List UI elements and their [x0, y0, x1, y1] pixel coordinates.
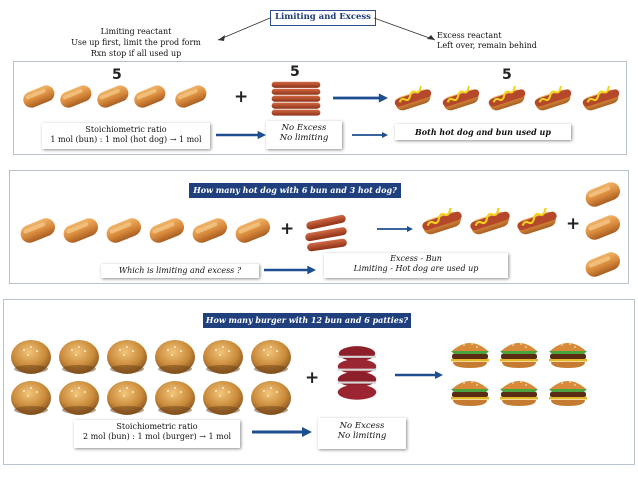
burger-bun-icon	[105, 336, 149, 376]
burger-icon	[497, 375, 541, 409]
burger-bun-icon	[201, 336, 245, 376]
bun-icon	[582, 214, 624, 242]
bun-icon	[60, 217, 102, 245]
excess-definition: Excess reactant Left over, remain behind	[437, 31, 577, 51]
arrow-right-icon	[252, 427, 312, 437]
burger-bun-icon	[105, 377, 149, 417]
burger-bun-icon	[9, 377, 53, 417]
plus-sign: +	[305, 368, 320, 388]
status-line: No limiting	[337, 431, 387, 441]
hotdog-count: 5	[290, 64, 300, 80]
plus-sign: +	[280, 219, 295, 239]
arrow-right-icon	[264, 265, 316, 275]
bun-icon	[582, 181, 624, 209]
hotdog-sausage-icon	[302, 214, 352, 254]
burger-bun-icon	[57, 336, 101, 376]
product-count: 5	[502, 67, 512, 83]
excess-line: Excess reactant	[437, 31, 502, 40]
hotdog-icon	[580, 86, 622, 112]
connector-lines	[217, 17, 436, 41]
excess-line: Left over, remain behind	[437, 41, 537, 50]
burger-bun-icon	[201, 377, 245, 417]
bun-icon	[17, 217, 59, 245]
arrow-right-icon	[352, 130, 388, 140]
ratio-title: Stoichiometric ratio	[116, 422, 198, 431]
limiting-line: Limiting reactant	[100, 27, 172, 36]
arrow-right-icon	[395, 370, 443, 380]
ratio-box: Stoichiometric ratio 2 mol (bun) : 1 mol…	[74, 420, 240, 448]
hotdog-icon	[420, 208, 464, 236]
ratio-text: 1 mol (bun) : 1 mol (hot dog) → 1 mol	[50, 135, 202, 144]
hotdog-icon	[532, 86, 574, 112]
bun-icon	[582, 251, 624, 279]
burger-bun-icon	[9, 336, 53, 376]
arrow-right-icon	[216, 130, 266, 140]
status-line: No Excess	[281, 123, 327, 133]
patty-stack-icon	[335, 344, 379, 404]
question-banner: How many hot dog with 6 bun and 3 hot do…	[189, 183, 401, 198]
burger-bun-icon	[57, 377, 101, 417]
plus-sign: +	[566, 214, 581, 234]
bun-icon	[94, 84, 132, 110]
hotdog-icon	[468, 208, 512, 236]
bun-count: 5	[112, 67, 122, 83]
answer-line: Excess - Bun	[390, 254, 442, 263]
hotdog-icon	[486, 86, 528, 112]
burger-icon	[448, 337, 492, 371]
burger-bun-icon	[153, 336, 197, 376]
bun-icon	[57, 84, 95, 110]
burger-icon	[546, 375, 590, 409]
hotdog-sausage-icon	[266, 80, 326, 120]
answer-box: Excess - Bun Limiting - Hot dog are used…	[324, 253, 508, 278]
bun-icon	[103, 217, 145, 245]
burger-bun-icon	[153, 377, 197, 417]
result-box: Both hot dog and bun used up	[395, 124, 571, 140]
bun-icon	[189, 217, 231, 245]
prompt-box: Which is limiting and excess ?	[101, 264, 259, 278]
status-box: No Excess No limiting	[266, 121, 342, 149]
limiting-line: Rxn stop if all used up	[90, 49, 182, 58]
hotdog-icon	[440, 86, 482, 112]
bun-icon	[146, 217, 188, 245]
status-box: No Excess No limiting	[318, 418, 406, 449]
arrow-right-icon	[333, 93, 388, 103]
burger-icon	[448, 375, 492, 409]
hotdog-icon	[515, 208, 559, 236]
plus-sign: +	[234, 87, 249, 107]
bun-icon	[172, 84, 210, 110]
ratio-text: 2 mol (bun) : 1 mol (burger) → 1 mol	[82, 432, 232, 441]
limiting-definition: Limiting reactant Use up first, limit th…	[56, 26, 216, 59]
ratio-box: Stoichiometric ratio 1 mol (bun) : 1 mol…	[42, 123, 210, 149]
burger-icon	[497, 337, 541, 371]
burger-bun-icon	[249, 377, 293, 417]
hotdog-icon	[392, 86, 434, 112]
bun-icon	[20, 84, 58, 110]
status-line: No Excess	[339, 421, 385, 431]
burger-icon	[546, 337, 590, 371]
burger-bun-icon	[249, 336, 293, 376]
question-banner: How many burger with 12 bun and 6 pattie…	[203, 313, 411, 328]
status-line: No limiting	[279, 133, 329, 143]
bun-icon	[131, 84, 169, 110]
ratio-title: Stoichiometric ratio	[85, 125, 167, 134]
arrow-right-icon	[377, 224, 413, 234]
bun-icon	[232, 217, 274, 245]
answer-line: Limiting - Hot dog are used up	[353, 264, 479, 273]
limiting-line: Use up first, limit the prod form	[71, 38, 201, 47]
page-title: Limiting and Excess	[270, 10, 376, 26]
